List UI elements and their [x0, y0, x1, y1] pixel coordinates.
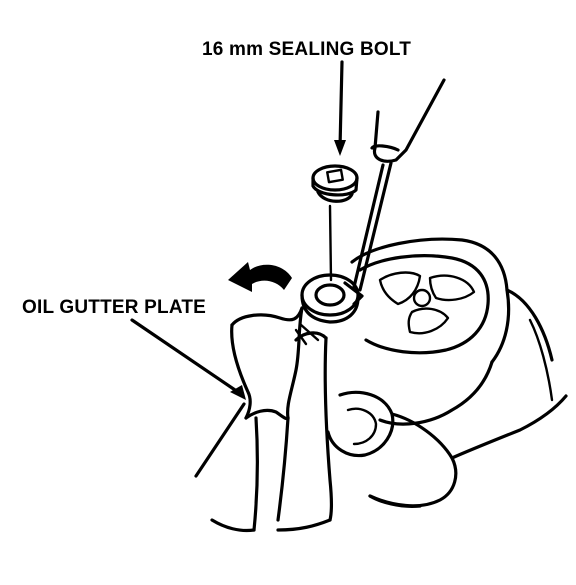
oil-gutter-plate-label: OIL GUTTER PLATE	[22, 297, 207, 318]
oil-gutter-plate-leader	[130, 318, 246, 478]
oil-gutter-plate	[210, 306, 334, 533]
sealing-bolt-leader	[334, 60, 346, 156]
sealing-bolt-label: 16 mm SEALING BOLT	[202, 39, 412, 60]
bolt-hole-boss	[300, 273, 360, 324]
sealing-bolt	[311, 164, 359, 282]
cylinder-head-casting	[326, 237, 568, 508]
counterclockwise-arrow-icon	[228, 262, 292, 292]
screwdriver	[343, 78, 446, 306]
